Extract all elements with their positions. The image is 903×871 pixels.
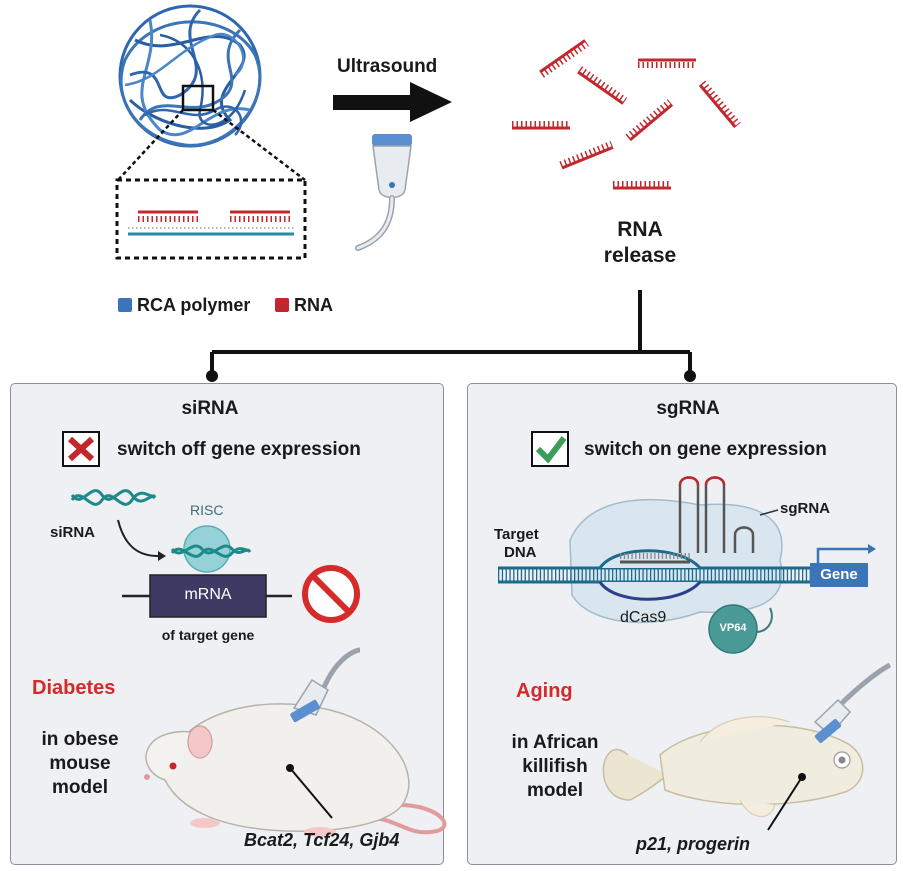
rna-release-label-line2: release xyxy=(603,244,677,267)
risc-label: RISC xyxy=(190,502,224,518)
gene-box xyxy=(810,563,868,587)
mouse-model-line1: in obese xyxy=(41,729,119,750)
sirna-panel-title: siRNA xyxy=(181,398,239,419)
fish-model-line3: model xyxy=(527,780,583,801)
sirna-helix-icon xyxy=(70,489,157,506)
sgrna-hairpins xyxy=(678,476,779,553)
sgrna-panel-title: sgRNA xyxy=(656,398,720,419)
mouse-illustration xyxy=(144,703,447,837)
gene-label: Gene xyxy=(820,566,858,583)
sirna-gene-list: Bcat2, Tcf24, Gjb4 xyxy=(244,830,400,850)
legend-swatch-rna xyxy=(275,298,289,312)
right-arrow-icon xyxy=(333,82,452,122)
target-dna-label-line1: Target xyxy=(494,526,539,543)
sgrna-status-text: switch on gene expression xyxy=(584,439,827,460)
prohibited-icon xyxy=(302,565,360,623)
target-dna-label-line2: DNA xyxy=(504,544,537,561)
green-check-icon xyxy=(531,431,569,467)
rna-release-label-line1: RNA xyxy=(617,218,663,241)
target-dna-strand xyxy=(498,549,810,601)
fish-model-line2: killifish xyxy=(522,756,588,777)
dcas9-label: dCas9 xyxy=(620,609,667,626)
ultrasound-probe-on-fish-icon xyxy=(813,662,892,744)
mrna-box xyxy=(149,574,267,618)
mouse-model-line2: mouse xyxy=(49,753,111,774)
mouse-model-line3: model xyxy=(52,777,108,798)
ultrasound-probe-on-mouse-icon xyxy=(290,647,361,723)
sirna-label: siRNA xyxy=(50,524,96,541)
released-rna-fragments xyxy=(512,39,741,190)
sgrna-label: sgRNA xyxy=(780,500,831,517)
sirna-disease-label: Diabetes xyxy=(32,677,116,699)
red-x-icon xyxy=(62,431,100,467)
sgrna-disease-label: Aging xyxy=(516,680,573,702)
sirna-status-text: switch off gene expression xyxy=(117,439,361,460)
rca-polymer-ball xyxy=(115,4,307,260)
mrna-label: mRNA xyxy=(184,586,232,603)
legend-label-rca: RCA polymer xyxy=(137,295,251,315)
legend-swatch-rca xyxy=(118,298,132,312)
fish-model-line1: in African xyxy=(511,732,599,753)
sgrna-gene-list: p21, progerin xyxy=(636,834,751,854)
legend-label-rna: RNA xyxy=(294,295,333,315)
vp64-domain xyxy=(708,604,758,654)
target-gene-label: of target gene xyxy=(161,627,255,643)
rca-rna-strand-inset xyxy=(128,210,294,236)
killifish-illustration xyxy=(602,716,864,831)
ultrasound-label: Ultrasound xyxy=(337,56,438,77)
vp64-label: VP64 xyxy=(719,622,747,634)
ultrasound-probe-icon xyxy=(355,134,412,251)
